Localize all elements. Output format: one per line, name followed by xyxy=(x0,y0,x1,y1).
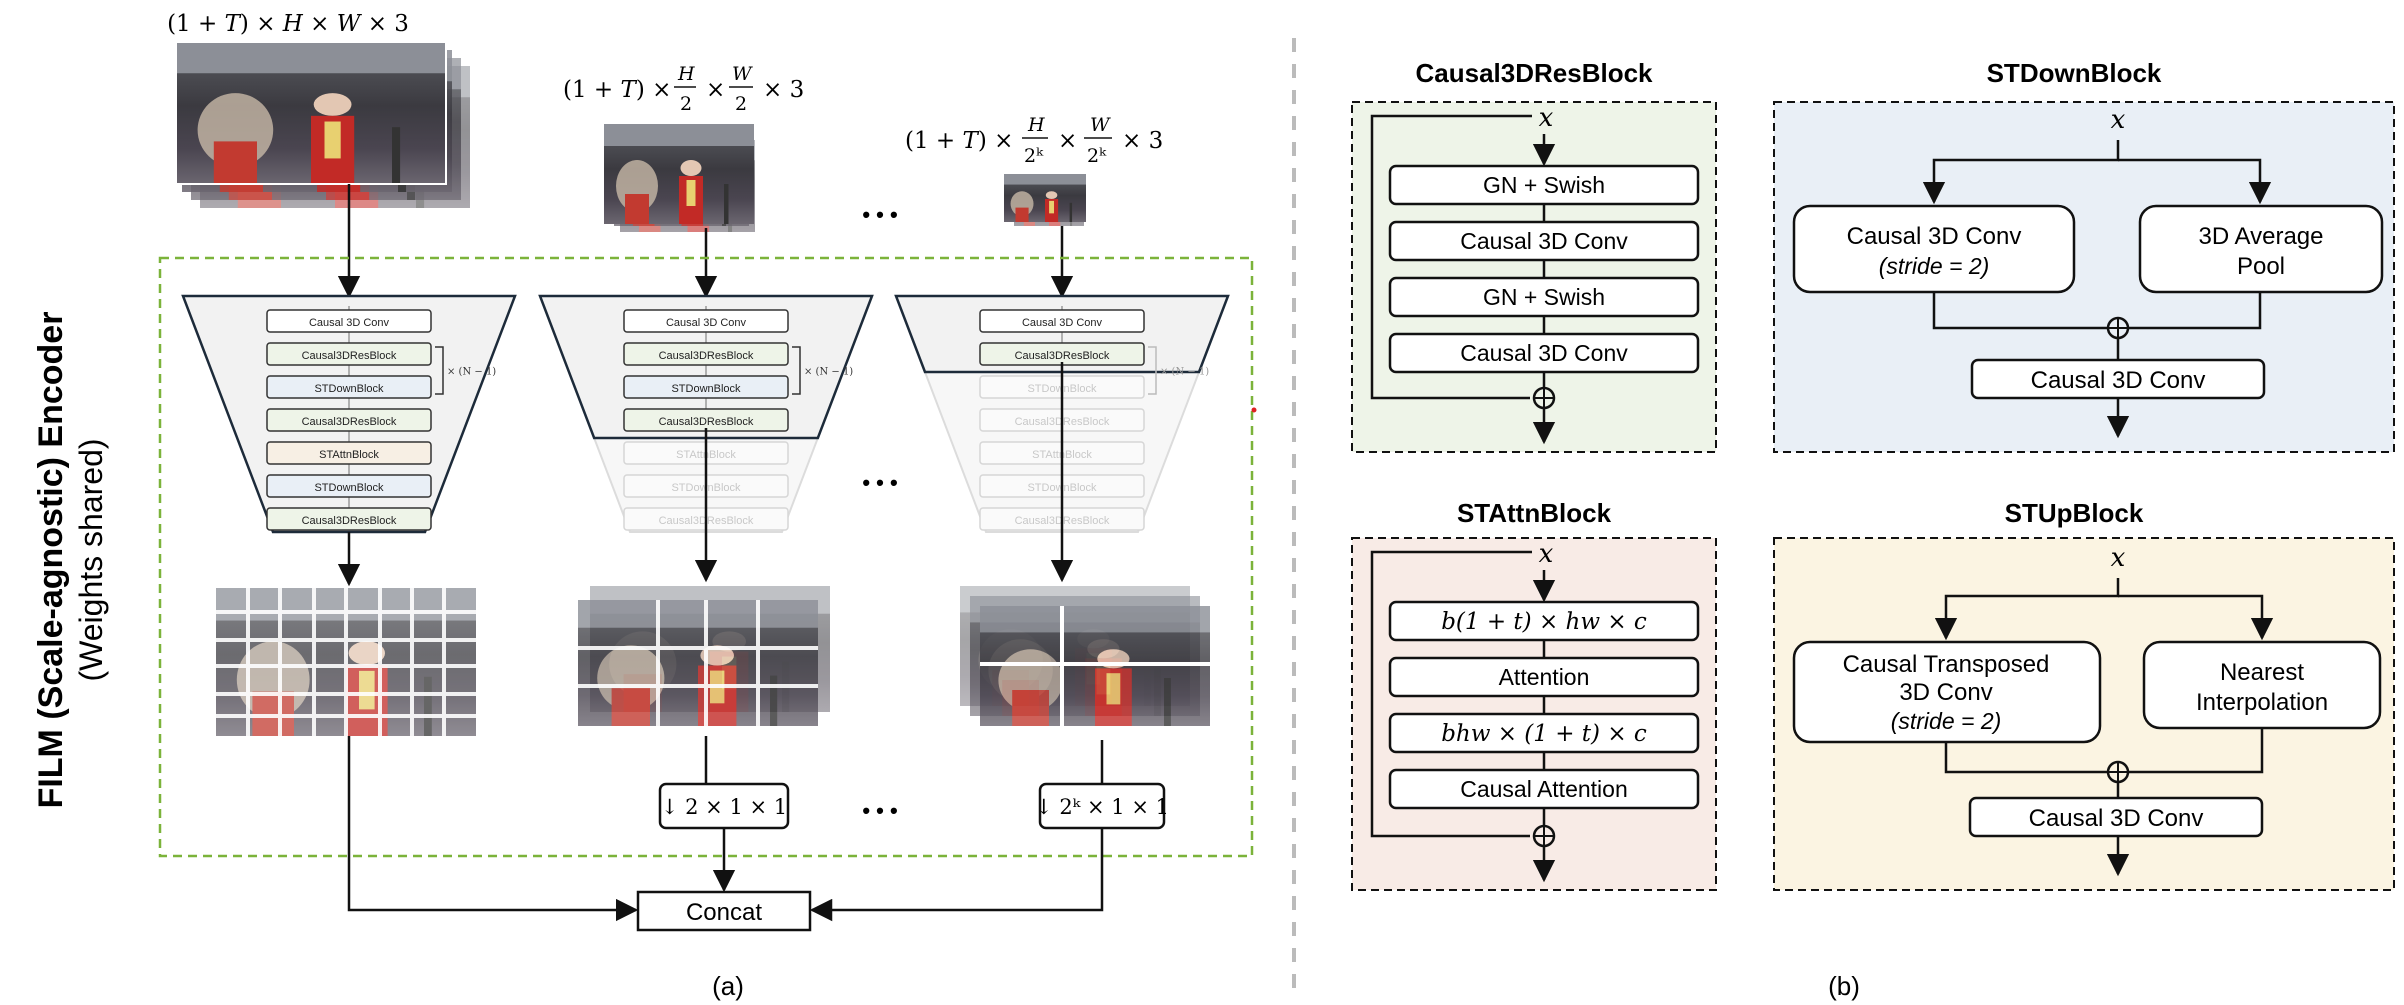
encoder-block-label: Causal 3D Conv xyxy=(666,317,747,329)
encoder-block xyxy=(623,342,789,366)
encoder-block xyxy=(623,375,789,399)
scale3-dims-label: (1 + 𝑇) × 𝐻 2ᵏ × 𝑊 2ᵏ × 3 xyxy=(905,114,1163,167)
encoder-block xyxy=(266,507,432,531)
encoder-block xyxy=(266,342,432,366)
encoder-full: Causal 3D ConvCausal3DResBlockSTDownBloc… xyxy=(181,294,517,534)
repeat-bracket xyxy=(435,346,444,395)
ellipsis-top: • • • xyxy=(862,202,897,227)
input-frames-half xyxy=(604,124,755,232)
down-block-input: x xyxy=(2111,105,2126,135)
up-conv-line3: (stride = 2) xyxy=(1891,708,2002,734)
token-grid-small xyxy=(960,586,1210,730)
svg-text:𝑊: 𝑊 xyxy=(1090,114,1111,136)
svg-text:𝐻: 𝐻 xyxy=(677,63,695,85)
svg-text:(1 + 𝑇) ×: (1 + 𝑇) × xyxy=(563,77,671,103)
attn-layers-label: bhw × (1 + t) × c xyxy=(1441,721,1647,747)
shared-encoder-frame xyxy=(158,256,1254,858)
encoder-block xyxy=(623,309,789,333)
svg-text:×: × xyxy=(706,77,725,103)
encoder-block-label: Causal3DResBlock xyxy=(659,350,754,362)
encoder-block xyxy=(266,408,432,432)
encoder-block-label: STDownBlock xyxy=(314,482,384,494)
encoder-block xyxy=(266,474,432,498)
encoder-block-label: STDownBlock xyxy=(314,383,384,395)
res-layers-label: Causal 3D Conv xyxy=(1460,228,1628,254)
encoder-vertical-subtitle: (Weights shared) xyxy=(73,438,109,681)
res-layers-label: GN + Swish xyxy=(1483,172,1605,198)
res-block-title: Causal3DResBlock xyxy=(1416,58,1654,88)
encoder-block xyxy=(266,309,432,333)
svg-text:(1 + 𝑇) ×: (1 + 𝑇) × xyxy=(905,128,1013,154)
encoder-block-label: Causal 3D Conv xyxy=(309,317,390,329)
input-frames-full xyxy=(175,41,470,208)
encoder-block-label: Causal 3D Conv xyxy=(1022,317,1103,329)
attn-block-title: STAttnBlock xyxy=(1457,498,1612,528)
attn-layers-label: Causal Attention xyxy=(1460,776,1628,802)
token-grid-half xyxy=(578,586,830,726)
input-frames-small xyxy=(1004,174,1086,226)
svg-text:× 3: × 3 xyxy=(1122,128,1163,154)
up-out-box xyxy=(1968,796,2264,838)
up-interp-line1: Nearest xyxy=(2220,659,2304,686)
repeat-bracket xyxy=(792,346,801,395)
res-layers-label: Causal 3D Conv xyxy=(1460,340,1628,366)
repeat-label: × (N − 1) xyxy=(804,367,853,378)
caption-a: (a) xyxy=(712,971,744,1001)
ellipsis-bottom: • • • xyxy=(862,798,897,823)
svg-text:2ᵏ: 2ᵏ xyxy=(1087,145,1107,167)
svg-text:𝐻: 𝐻 xyxy=(1027,114,1045,136)
concat-box xyxy=(636,890,812,932)
token-grid-full xyxy=(216,588,476,736)
encoder-block-label: Causal3DResBlock xyxy=(1015,350,1110,362)
up-conv-line2: 3D Conv xyxy=(1899,679,1992,706)
scale1-dims-label: (1 + 𝑇) × 𝐻 × 𝑊 × 3 xyxy=(167,11,409,37)
encoder-vertical-title: FILM (Scale-agnostic) Encoder xyxy=(32,312,70,809)
svg-text:×: × xyxy=(1058,128,1077,154)
down-conv-line1: Causal 3D Conv xyxy=(1847,223,2022,250)
attn-layers-label: Attention xyxy=(1499,664,1590,690)
encoder-block-label: Causal3DResBlock xyxy=(302,350,397,362)
res-layers-label: GN + Swish xyxy=(1483,284,1605,310)
encoder-block-label: Causal3DResBlock xyxy=(302,515,397,527)
pool-label-2k: ↓ 2ᵏ × 1 × 1 xyxy=(1035,795,1169,819)
attn-block-input: x xyxy=(1539,539,1554,569)
concat-label: Concat xyxy=(686,899,762,926)
repeat-label: × (N − 1) xyxy=(447,367,496,378)
encoder-block-label: Causal3DResBlock xyxy=(659,416,754,428)
down-out-label: Causal 3D Conv xyxy=(2031,367,2206,394)
svg-text:2: 2 xyxy=(735,93,747,115)
ellipsis-middle: • • • xyxy=(862,470,897,495)
down-pool-line1: 3D Average xyxy=(2199,223,2324,250)
encoder-block xyxy=(266,375,432,399)
down-pool-line2: Pool xyxy=(2237,253,2285,280)
encoder-block-label: STDownBlock xyxy=(671,383,741,395)
caption-b: (b) xyxy=(1828,971,1860,1001)
attn-block-layers: b(1 + t) × hw × c Attention bhw × (1 + t) … xyxy=(1388,600,1700,826)
scale2-dims-label: (1 + 𝑇) × 𝐻 2 × 𝑊 2 × 3 xyxy=(563,63,804,115)
encoder-block-label: Causal3DResBlock xyxy=(302,416,397,428)
svg-text:× 3: × 3 xyxy=(763,77,804,103)
up-block-title: STUpBlock xyxy=(2005,498,2144,528)
res-block-input: x xyxy=(1539,103,1554,133)
encoder-block xyxy=(979,309,1145,333)
svg-text:2: 2 xyxy=(680,93,692,115)
up-block-input: x xyxy=(2111,543,2126,573)
repeat-bracket xyxy=(1148,346,1157,395)
left-panel: FILM (Scale-agnostic) Encoder (Weights s… xyxy=(32,11,1257,1001)
down-conv-line2: (stride = 2) xyxy=(1879,253,1990,279)
repeat-label: × (N − 1) xyxy=(1160,367,1209,378)
attn-layers-label: b(1 + t) × hw × c xyxy=(1441,609,1647,635)
encoder-block xyxy=(266,441,432,465)
pool-label-2: ↓ 2 × 1 × 1 xyxy=(661,795,787,819)
up-interp-line2: Interpolation xyxy=(2196,689,2328,716)
svg-text:𝑊: 𝑊 xyxy=(732,63,753,85)
up-conv-line1: Causal Transposed xyxy=(1843,651,2050,678)
down-block-title: STDownBlock xyxy=(1987,58,2162,88)
encoder-block-label: STAttnBlock xyxy=(319,449,379,461)
up-out-label: Causal 3D Conv xyxy=(2029,805,2204,832)
svg-text:2ᵏ: 2ᵏ xyxy=(1024,145,1044,167)
